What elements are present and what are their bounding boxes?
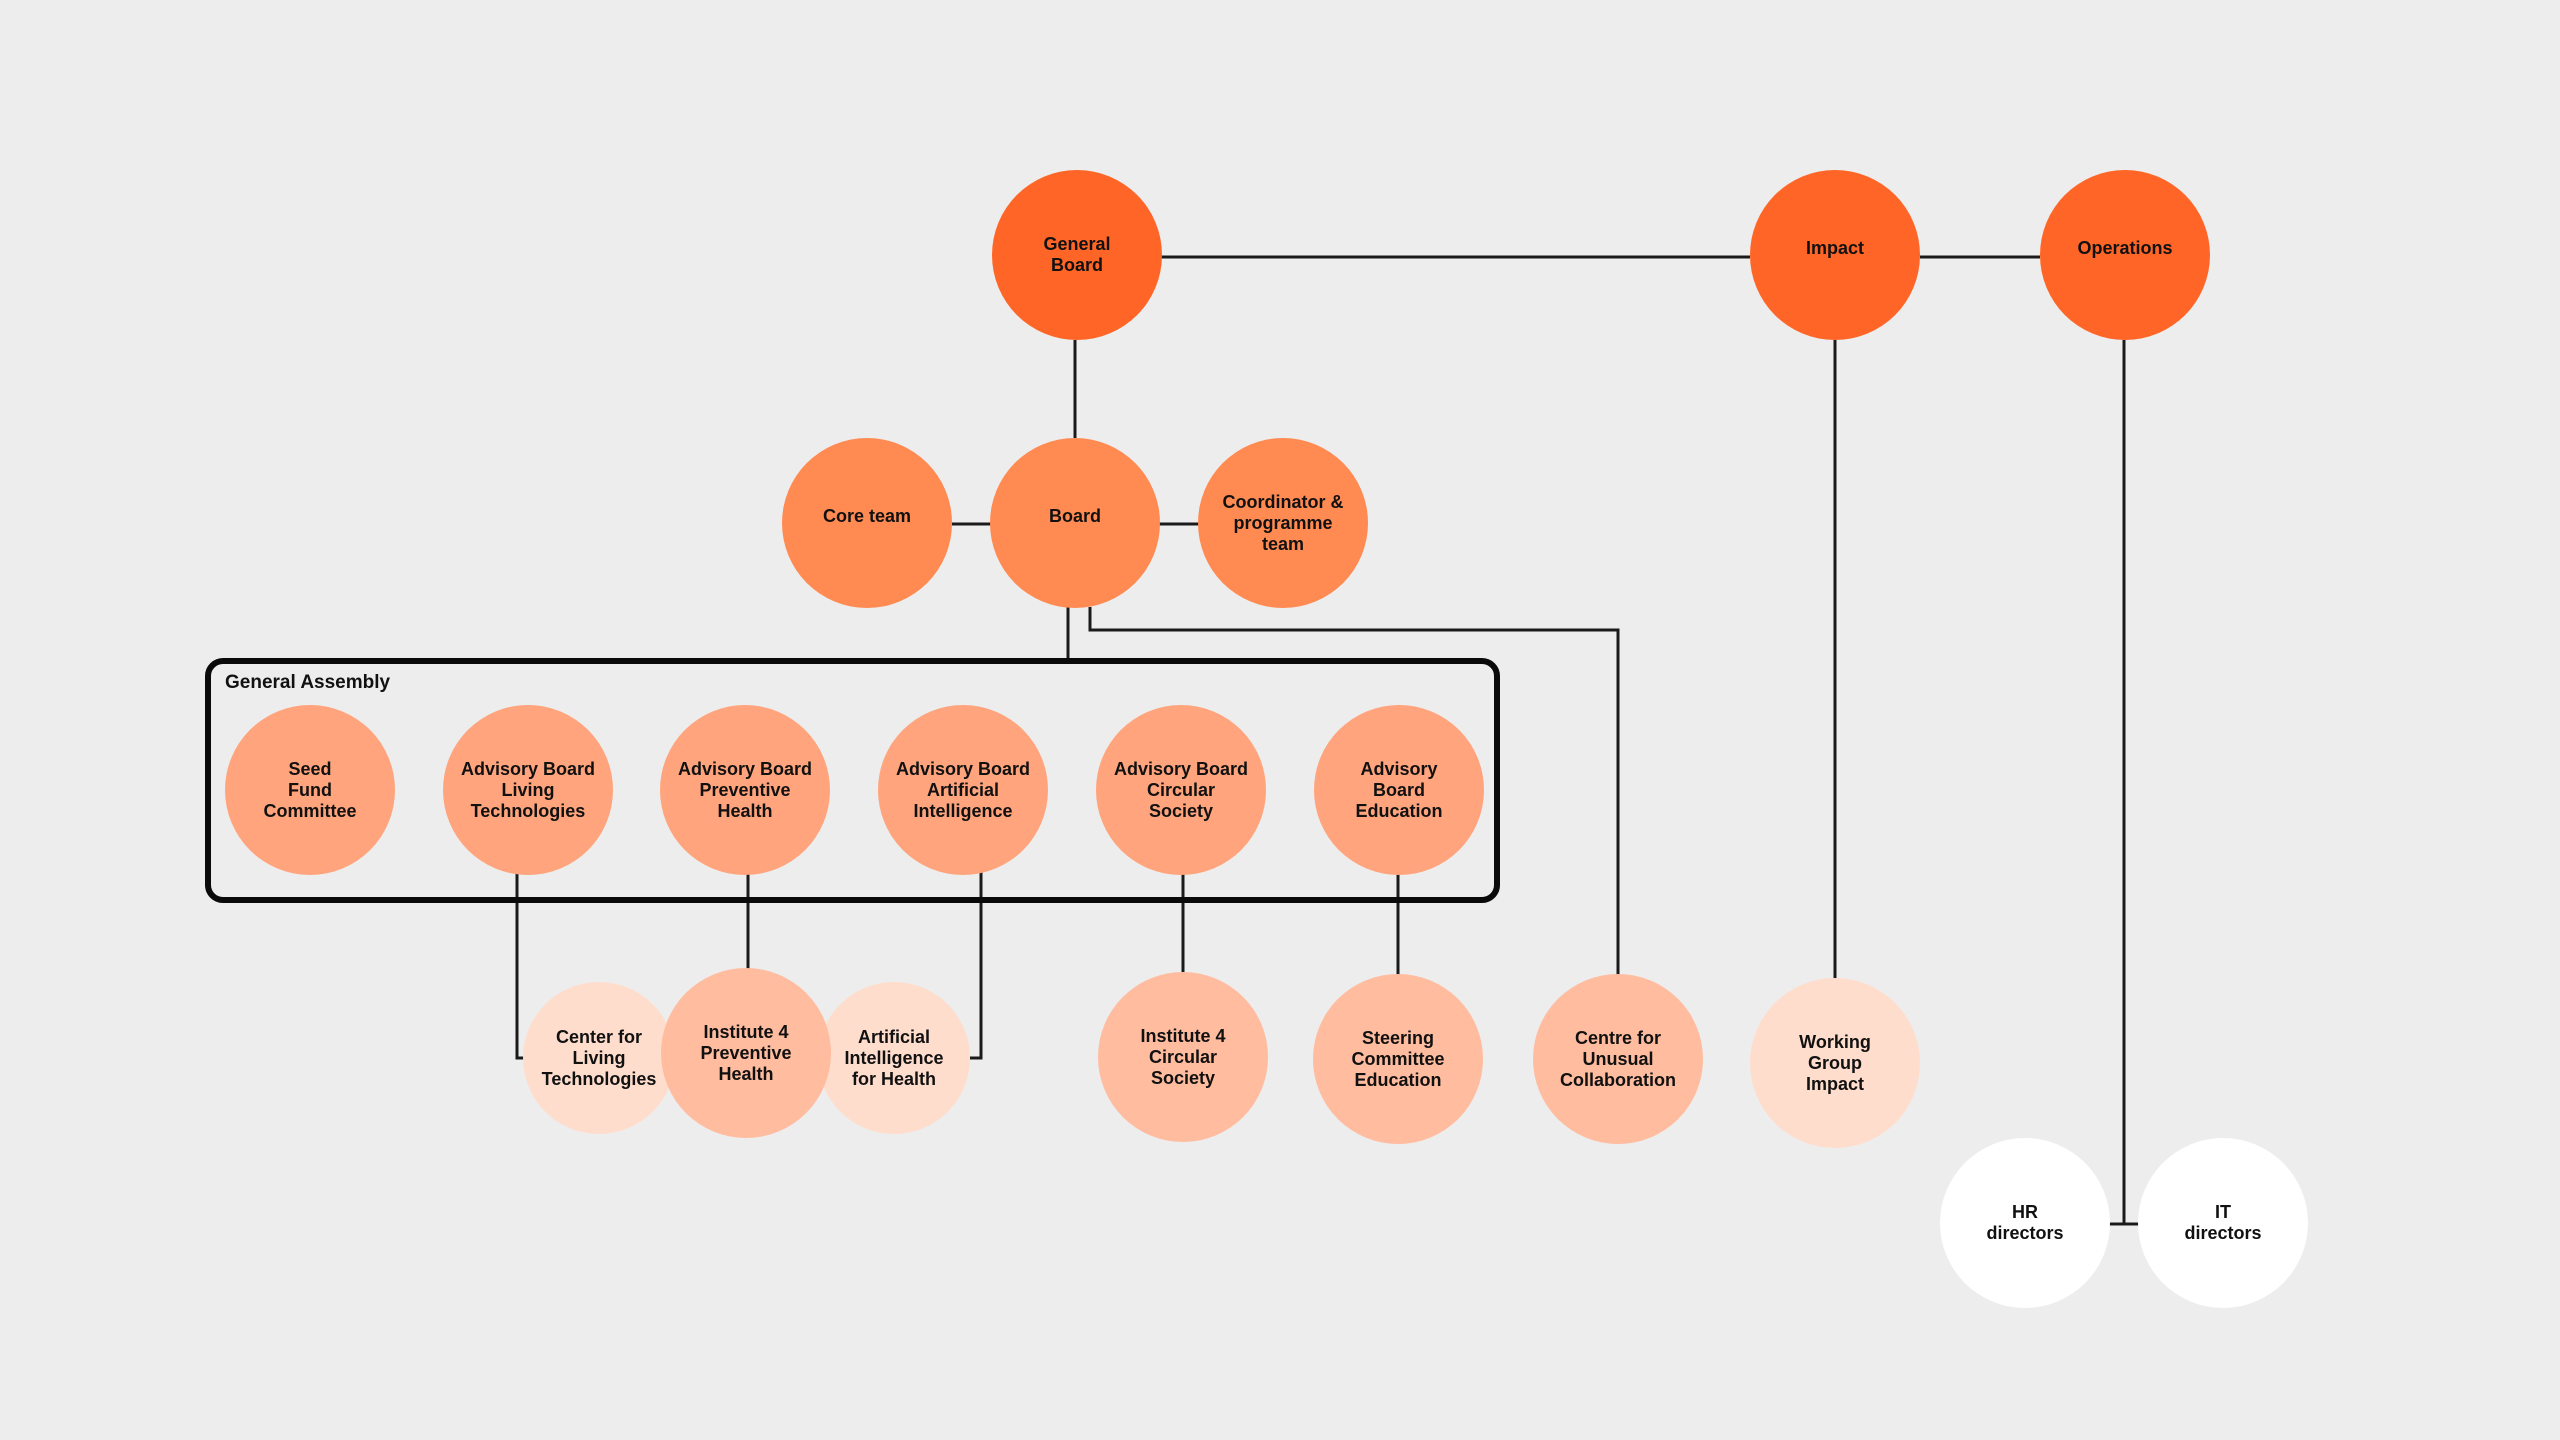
node-label: HR directors (1986, 1202, 2064, 1243)
node-label: Core team (822, 505, 912, 526)
node-label: Board (1048, 505, 1101, 526)
node-label: Advisory Board Living Technologies (460, 758, 596, 821)
node-board[interactable]: Board (990, 438, 1160, 608)
node-advisory-board-artificial-intelligence[interactable]: Advisory Board Artificial Intelligence (878, 705, 1048, 875)
node-label: Coordinator & programme team (1222, 491, 1344, 554)
node-label: Advisory Board Artificial Intelligence (895, 758, 1031, 821)
node-label: General Board (1043, 234, 1111, 275)
node-impact[interactable]: Impact (1750, 170, 1920, 340)
node-label: Operations (2077, 237, 2173, 258)
node-label: Advisory Board Circular Society (1113, 758, 1249, 821)
node-it-directors[interactable]: IT directors (2138, 1138, 2308, 1308)
node-advisory-board-preventive-health[interactable]: Advisory Board Preventive Health (660, 705, 830, 875)
node-hr-directors[interactable]: HR directors (1940, 1138, 2110, 1308)
node-institute-circular-society[interactable]: Institute 4 Circular Society (1098, 972, 1268, 1142)
node-general-board[interactable]: General Board (992, 170, 1162, 340)
node-seed-fund-committee[interactable]: Seed Fund Committee (225, 705, 395, 875)
line-ab-ai-health (970, 872, 983, 1060)
node-label: Centre for Unusual Collaboration (1560, 1027, 1676, 1090)
node-working-group-impact[interactable]: Working Group Impact (1750, 978, 1920, 1148)
node-label: Advisory Board Preventive Health (677, 758, 813, 821)
line-board-centre-unusual (1088, 607, 1620, 975)
node-centre-unusual-collaboration[interactable]: Centre for Unusual Collaboration (1533, 974, 1703, 1144)
node-label: Working Group Impact (1799, 1031, 1871, 1094)
node-artificial-intelligence-health[interactable]: Artificial Intelligence for Health (818, 982, 970, 1134)
node-label: Institute 4 Preventive Health (700, 1021, 792, 1084)
node-coordinator-programme-team[interactable]: Coordinator & programme team (1198, 438, 1368, 608)
node-core-team[interactable]: Core team (782, 438, 952, 608)
node-label: Impact (1805, 237, 1865, 258)
general-assembly-box (205, 658, 1500, 903)
node-center-living-technologies[interactable]: Center for Living Technologies (523, 982, 675, 1134)
node-steering-committee-education[interactable]: Steering Committee Education (1313, 974, 1483, 1144)
node-advisory-board-education[interactable]: Advisory Board Education (1314, 705, 1484, 875)
node-label: Steering Committee Education (1351, 1027, 1445, 1090)
node-label: Seed Fund Committee (263, 758, 357, 821)
general-assembly-label: General Assembly (225, 672, 391, 693)
node-label: Advisory Board Education (1355, 758, 1443, 821)
node-label: Center for Living Technologies (541, 1026, 657, 1089)
node-advisory-board-living-technologies[interactable]: Advisory Board Living Technologies (443, 705, 613, 875)
node-advisory-board-circular-society[interactable]: Advisory Board Circular Society (1096, 705, 1266, 875)
node-institute-preventive-health[interactable]: Institute 4 Preventive Health (661, 968, 831, 1138)
node-label: IT directors (2184, 1202, 2262, 1243)
node-label: Institute 4 Circular Society (1140, 1025, 1226, 1088)
node-label: Artificial Intelligence for Health (844, 1026, 944, 1089)
node-operations[interactable]: Operations (2040, 170, 2210, 340)
